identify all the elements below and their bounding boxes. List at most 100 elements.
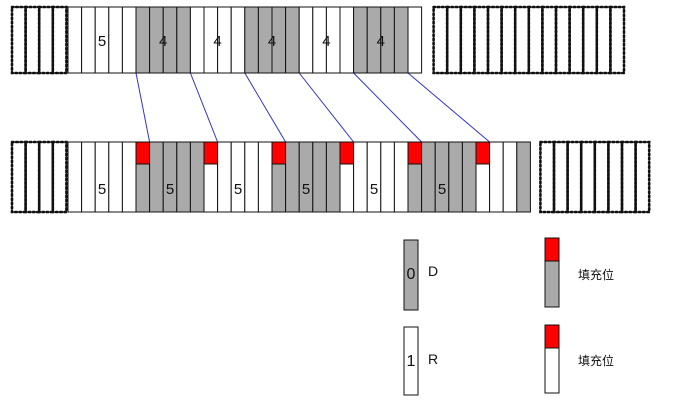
bottom-bit-run: 5 <box>203 141 273 213</box>
stuffing-connector-line <box>407 72 490 143</box>
top-bit-cell <box>135 6 151 74</box>
legend: 0 D 1 R 填充位 填充位 <box>403 237 614 396</box>
frame-boundary-cell <box>37 140 55 214</box>
frame-boundary-cell <box>500 5 517 75</box>
legend-padding-on-empty-label: 填充位 <box>578 353 614 368</box>
top-bit-cell <box>189 6 205 74</box>
top-bit-run: 4 <box>135 6 191 74</box>
top-bit-cell <box>407 6 423 74</box>
frame-boundary-cell <box>607 140 624 214</box>
bottom-bit-cell <box>230 141 246 213</box>
frame-boundary-cell <box>539 140 556 214</box>
top-bit-cell <box>298 6 314 74</box>
bottom-bit-cell <box>516 141 531 213</box>
frame-boundary-cell <box>24 5 41 75</box>
frame-boundary-cell <box>593 140 610 214</box>
frame-boundary-cell <box>609 5 626 75</box>
bottom-bit-cell <box>502 141 518 213</box>
bottom-bit-cell <box>298 141 314 213</box>
top-bit-cell <box>230 6 246 74</box>
legend-padding-on-empty: 填充位 <box>544 324 614 394</box>
frame-boundary-cell <box>37 5 55 75</box>
legend-data-swatch <box>403 239 419 311</box>
frame-boundary-cell <box>552 140 569 214</box>
frame-boundary-cell <box>541 5 558 75</box>
bottom-bit-cell <box>285 141 300 213</box>
stuffed-padding-bit <box>135 141 151 165</box>
stuffed-padding-bit <box>203 141 219 165</box>
bottom-bit-run: 5 <box>339 141 409 213</box>
stuffing-connector-line <box>135 72 151 143</box>
stuffed-padding-bit <box>475 141 491 165</box>
frame-boundary-cell <box>581 5 599 75</box>
bottom-bit-run-count: 5 <box>98 181 106 198</box>
legend-empty-bit: 1 R <box>403 326 438 396</box>
frame-boundary-cell <box>10 140 27 214</box>
frame-boundary-cell <box>568 5 585 75</box>
legend-padding-swatch <box>544 324 560 349</box>
bottom-bit-cell <box>176 141 191 213</box>
frame-boundary-cell <box>51 140 68 214</box>
top-bit-cell <box>121 6 137 74</box>
stuffed-bit-stream: 5 5 5 5 5 5 <box>67 141 531 213</box>
frame-boundary-cell <box>513 5 531 75</box>
bottom-bit-run <box>516 141 531 213</box>
top-bit-cell <box>353 6 368 74</box>
top-bit-run-count: 4 <box>377 33 385 50</box>
top-bit-run: 4 <box>353 6 409 74</box>
frame-boundary-cell <box>554 5 571 75</box>
frame-boundary-cells <box>10 5 651 214</box>
top-bit-cell <box>339 6 355 74</box>
bottom-bit-cell <box>244 141 259 213</box>
top-bit-cell <box>244 6 259 74</box>
top-bit-run: 4 <box>298 6 355 74</box>
frame-boundary-cell <box>620 140 637 214</box>
legend-padding-swatch <box>544 237 560 262</box>
frame-boundary-cell <box>10 5 27 75</box>
bottom-bit-run-count: 5 <box>438 181 446 198</box>
bottom-bit-run-count: 5 <box>166 181 174 198</box>
bottom-bit-cell <box>162 141 178 213</box>
frame-boundary-cell <box>486 5 503 75</box>
legend-empty-bit-name: R <box>428 351 438 367</box>
stuffing-connector-line <box>298 72 354 143</box>
top-bit-run-count: 5 <box>98 33 106 50</box>
bottom-bit-run: 5 <box>271 141 341 213</box>
legend-data-bit-name: D <box>428 263 438 279</box>
bottom-bit-cell <box>217 141 232 213</box>
top-bit-cell <box>108 6 123 74</box>
stuffed-padding-bit <box>407 141 423 165</box>
bottom-bit-cell <box>353 141 368 213</box>
stuffing-connectors <box>135 72 490 143</box>
bottom-bit-run <box>475 141 518 213</box>
bottom-bit-cell <box>448 141 463 213</box>
frame-boundary-cell <box>579 140 597 214</box>
bottom-bit-cell <box>94 141 110 213</box>
bottom-bit-cell <box>312 141 327 213</box>
bottom-bit-cell <box>257 141 273 213</box>
top-bit-cell <box>285 6 300 74</box>
legend-padding-data-swatch <box>544 260 560 308</box>
top-bit-run-count: 4 <box>268 33 276 50</box>
bottom-bit-cell <box>434 141 450 213</box>
top-bit-cell <box>67 6 83 74</box>
bottom-bit-cell <box>380 141 395 213</box>
frame-boundary-cell <box>527 5 544 75</box>
frame-boundary-cell <box>634 140 651 214</box>
bottom-bit-cell <box>121 141 137 213</box>
top-bit-cell <box>393 6 409 74</box>
stuffing-connector-line <box>189 72 219 143</box>
bottom-bit-cell <box>149 141 164 213</box>
bottom-bit-run-count: 5 <box>370 181 378 198</box>
bottom-bit-cell <box>81 141 96 213</box>
bottom-bit-run-count: 5 <box>302 181 310 198</box>
stuffed-padding-bit <box>339 141 355 165</box>
bottom-bit-run: 5 <box>135 141 205 213</box>
frame-boundary-cell <box>432 5 449 75</box>
legend-padding-on-data: 填充位 <box>544 237 614 308</box>
top-bit-cell <box>81 6 96 74</box>
stuffing-connector-line <box>353 72 422 143</box>
legend-padding-on-data-label: 填充位 <box>578 267 614 282</box>
